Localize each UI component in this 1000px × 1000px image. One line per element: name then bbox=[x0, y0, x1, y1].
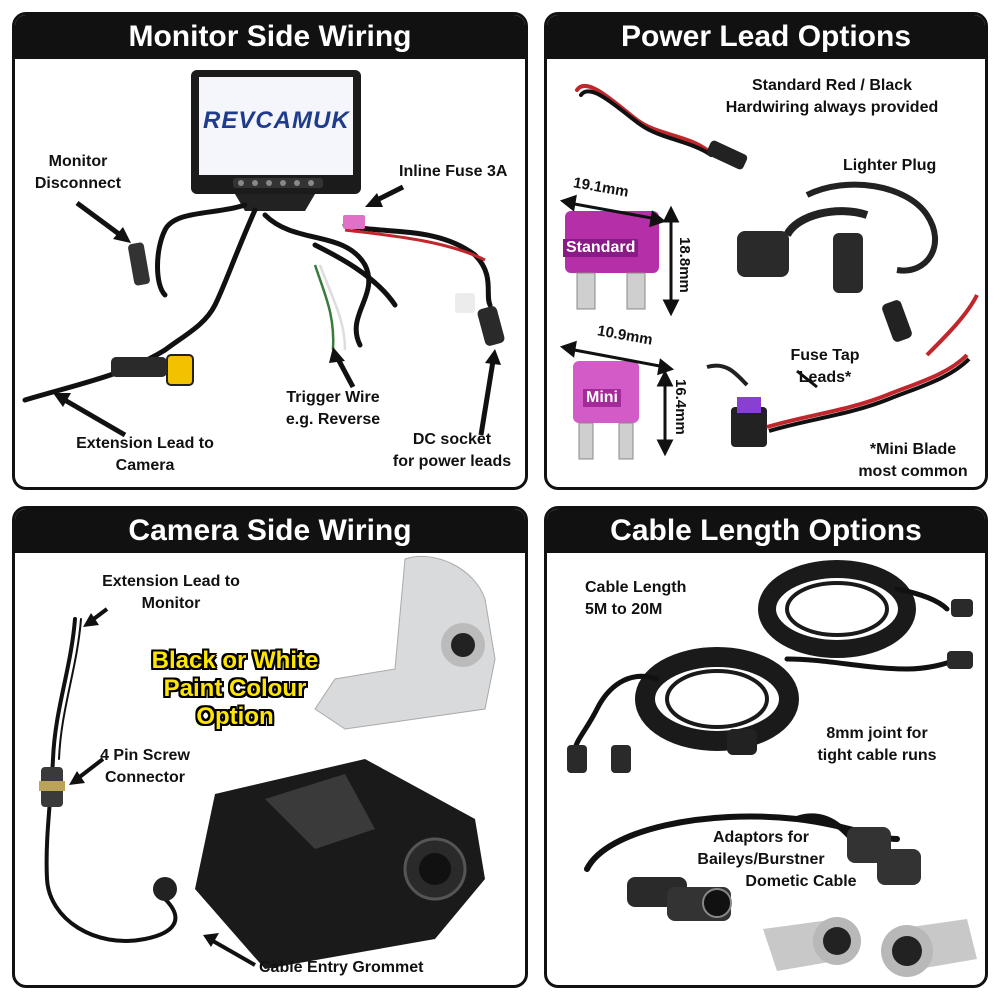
label-adaptors: Adaptors for Baileys/Burstner Dometic Ca… bbox=[697, 829, 857, 890]
fuse-tap-image bbox=[706, 294, 979, 447]
label-standard-red-black: Standard Red / Black Hardwiring always p… bbox=[725, 77, 939, 116]
monitor-wiring-illustration bbox=[22, 70, 505, 438]
label-inline-fuse: Inline Fuse 3A bbox=[399, 163, 508, 180]
paint-colour-callout: Black or White Paint Colour Option bbox=[151, 647, 319, 730]
pointer-arrows bbox=[53, 184, 501, 438]
label-mini-note: *Mini Blade most common bbox=[858, 441, 968, 480]
mini-height-dim: 16.4mm bbox=[672, 379, 689, 435]
label-cable-entry-grommet: Cable Entry Grommet bbox=[259, 959, 424, 976]
cable-reel-large bbox=[758, 560, 916, 658]
std-height-dim: 18.8mm bbox=[676, 237, 693, 293]
panel-title: Cable Length Options bbox=[547, 509, 985, 553]
power-lead-illustration bbox=[559, 83, 979, 460]
power-lead-options-panel: Power Lead Options bbox=[544, 12, 988, 490]
cable-reel-small bbox=[635, 647, 799, 751]
white-camera-image bbox=[314, 555, 496, 730]
black-camera-image bbox=[195, 759, 485, 969]
cable-length-illustration bbox=[567, 560, 977, 977]
label-dc-socket: DC socket for power leads bbox=[392, 431, 512, 470]
monitor-image bbox=[191, 70, 361, 211]
mini-fuse-image bbox=[573, 361, 639, 460]
lighter-plug-image bbox=[737, 181, 939, 293]
standard-fuse-image bbox=[565, 211, 659, 310]
panel-title: Monitor Side Wiring bbox=[15, 15, 525, 59]
label-lighter-plug: Lighter Plug bbox=[843, 157, 937, 174]
panel-title: Camera Side Wiring bbox=[15, 509, 525, 553]
label-cable-length: Cable Length 5M to 20M bbox=[585, 579, 687, 618]
standard-fuse-label: Standard bbox=[563, 239, 639, 257]
camera-wiring-illustration bbox=[39, 555, 496, 969]
label-4-pin-connector: 4 Pin Screw Connector bbox=[100, 747, 190, 786]
label-extension-lead: Extension Lead to Camera bbox=[76, 435, 214, 474]
camera-cable bbox=[44, 617, 178, 943]
label-fuse-tap: Fuse Tap Leads* bbox=[790, 347, 860, 386]
panel-title: Power Lead Options bbox=[547, 15, 985, 59]
label-monitor-disconnect: Monitor Disconnect bbox=[34, 153, 122, 192]
label-extension-lead-monitor: Extension Lead to Monitor bbox=[102, 573, 240, 612]
camera-side-wiring-panel: Camera Side Wiring bbox=[12, 506, 528, 988]
dometic-connectors bbox=[763, 917, 977, 977]
label-trigger-wire: Trigger Wire e.g. Reverse bbox=[285, 389, 381, 428]
monitor-cables bbox=[22, 202, 493, 403]
cable-length-options-panel: Cable Length Options bbox=[544, 506, 988, 988]
brand-logo: REVCAMUK bbox=[203, 107, 350, 134]
mini-fuse-label: Mini bbox=[583, 389, 621, 407]
label-8mm-joint: 8mm joint for tight cable runs bbox=[817, 725, 937, 764]
red-black-lead bbox=[575, 83, 713, 157]
monitor-side-wiring-panel: Monitor Side Wiring bbox=[12, 12, 528, 490]
